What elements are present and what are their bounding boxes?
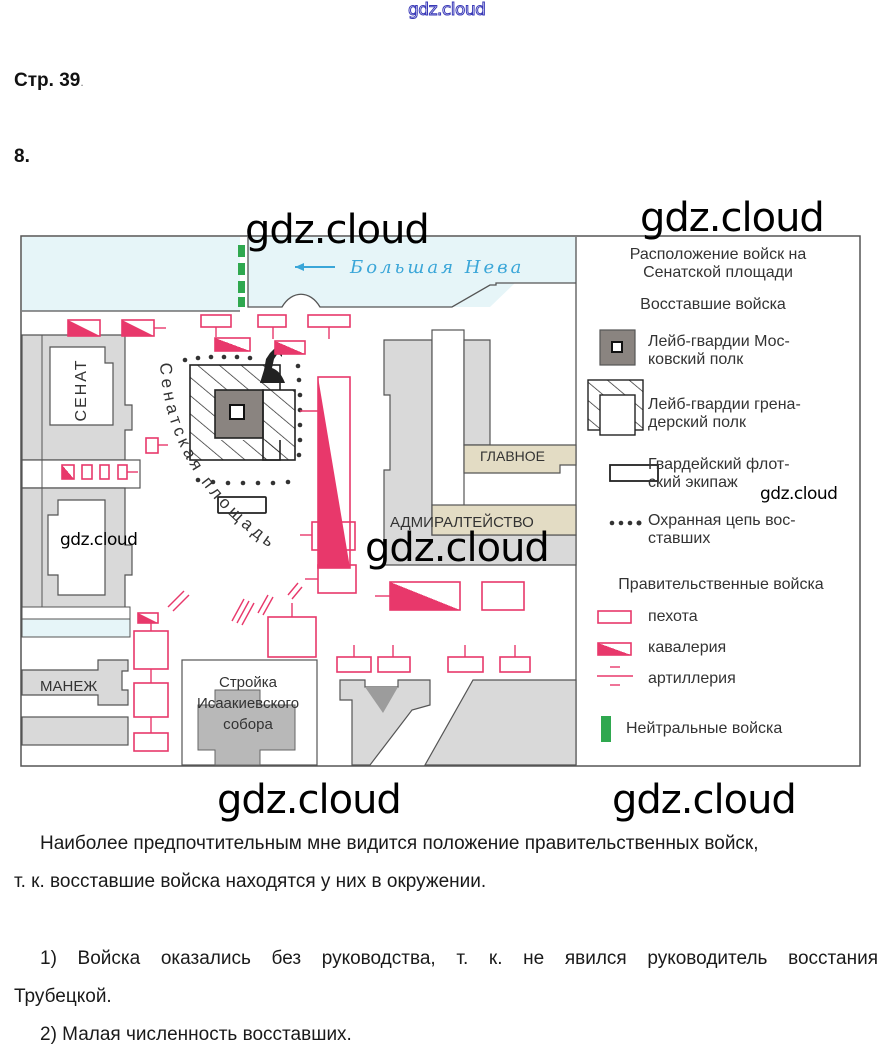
admiralty-building [383,329,577,566]
legend-naval-line2: ский экипаж [648,474,738,491]
bronze-horseman-icon [260,347,285,383]
neutral-troops-icon [601,716,611,742]
artillery-icon [597,666,633,686]
isaac-cathedral-site [181,659,318,766]
watermark-6: gdz.cloud [217,777,402,823]
watermark-5: gdz.cloud [760,484,838,504]
page-label-dot: . [80,75,84,89]
senate-square-map: Большая Нева СЕНАТ МАНЕЖ Стройка Исаакие… [20,235,861,767]
answer-item1-line2: Трубецкой. [14,986,112,1007]
answer-item-1-cont: Трубецкой. [14,978,878,1016]
infantry-icon [597,610,632,624]
legend-rebel-heading: Восставшие войска [640,296,786,313]
watermark-3: gdz.cloud [365,525,550,571]
rebel-moscow-regiment [214,389,296,461]
legend-moscow-line2: ковский полк [648,351,744,368]
legend-cavalry: кавалерия [648,639,726,656]
gov-artillery [167,582,303,626]
isaac-label-line2: Исаакиевского [197,695,299,712]
page-label: Стр. 39. [14,70,84,92]
answer-p1-line1: Наиболее предпочтительным мне видится по… [40,833,759,854]
answer-p1-line2: т. к. восставшие войска находятся у них … [14,871,487,892]
page-label-text: Стр. 39 [14,70,81,91]
top-watermark: gdz.cloud [407,0,486,21]
watermark-7: gdz.cloud [612,777,797,823]
admiralty-label: АДМИРАЛТЕЙСТВО [390,513,534,531]
manege-building [21,659,129,746]
legend-artillery: артиллерия [648,670,736,687]
legend-moscow-line1: Лейб-гвардии Мос- [648,333,790,350]
river-label: Большая Нева [349,257,524,278]
grenadier-regiment-icon [587,379,644,436]
river-neva [22,237,576,312]
answer-item2: 2) Малая численность восставших. [40,1024,352,1045]
bottom-right-buildings [339,679,577,766]
watermark-4: gdz.cloud [60,530,138,550]
legend-title-line1: Расположение войск на [630,246,807,263]
neutral-troops-marker [238,245,245,307]
answer-paragraph-1: Наиболее предпочтительным мне видится по… [14,825,878,863]
moscow-regiment-icon [599,329,636,366]
naval-crew-icon [609,464,659,482]
manege-label: МАНЕЖ [40,678,97,695]
legend-naval-line1: Гвардейский флот- [648,456,790,473]
legend-gov-heading: Правительственные войска [618,576,823,593]
watermark-2: gdz.cloud [640,195,825,241]
legend-guard-line1: Охранная цепь вос- [648,512,796,529]
senate-label: СЕНАТ [73,359,90,422]
answer-item-1: 1) Войска оказались без руководства, т. … [14,940,878,978]
isaac-label-line1: Стройка [219,674,278,691]
guard-chain-icon [609,520,642,526]
answer-item-2: 2) Малая численность восставших. [14,1016,878,1054]
legend-grenadier-line2: дерский полк [648,414,747,431]
isaac-label-line3: собора [223,716,273,733]
gov-cavalry [61,319,461,624]
river-arrow-icon [295,263,335,271]
rebel-naval-crew [217,496,267,514]
legend-infantry: пехота [648,608,698,625]
street-strip [21,606,131,638]
answer-item1-line1: 1) Войска оказались без руководства, т. … [40,948,878,969]
legend-title-line2: Сенатской площади [643,264,793,281]
movement-arrows [127,327,516,733]
admiralty-main-label: ГЛАВНОЕ [480,448,545,464]
legend-neutral: Нейтральные войска [626,720,782,737]
legend-grenadier-line1: Лейб-гвардии грена- [648,396,801,413]
answer-paragraph-1-cont: т. к. восставшие войска находятся у них … [14,863,878,901]
legend: Расположение войск на Сенатской площади … [587,246,824,742]
legend-guard-line2: ставших [648,530,710,547]
rebel-guard-chain [182,354,303,486]
task-number: 8. [14,146,30,167]
cavalry-icon [597,642,632,656]
watermark-1: gdz.cloud [245,207,430,253]
